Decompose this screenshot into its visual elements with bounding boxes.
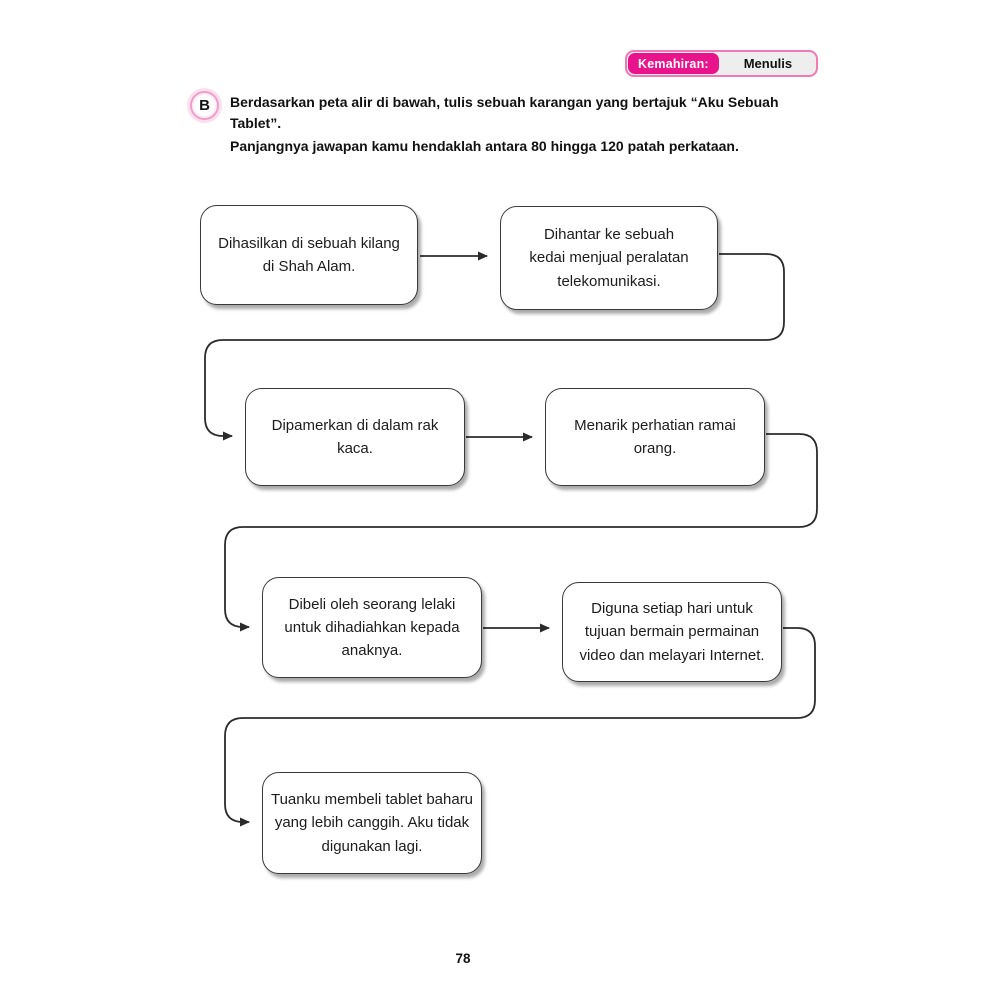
question-instructions: Berdasarkan peta alir di bawah, tulis se… (230, 92, 830, 157)
flow-box-2-text: Dihantar ke sebuah kedai menjual peralat… (529, 226, 689, 290)
flow-box-5-text: Dibeli oleh seorang lelaki untuk dihadia… (284, 595, 460, 660)
question-letter: B (199, 97, 210, 114)
flow-box-1-text: Dihasilkan di sebuah kilang di Shah Alam… (218, 234, 400, 275)
flow-box-6: Diguna setiap hari untuk tujuan bermain … (562, 582, 782, 682)
instruction-line-1: Berdasarkan peta alir di bawah, tulis se… (230, 94, 779, 131)
page-number: 78 (455, 951, 471, 966)
flow-box-6-text: Diguna setiap hari untuk tujuan bermain … (579, 600, 765, 664)
flow-box-7-text: Tuanku membeli tablet baharu yang lebih … (270, 791, 474, 855)
instruction-line-2: Panjangnya jawapan kamu hendaklah antara… (230, 138, 739, 155)
flow-box-7: Tuanku membeli tablet baharu yang lebih … (262, 772, 482, 874)
flow-box-4: Menarik perhatian ramai orang. (545, 388, 765, 486)
flow-box-3-text: Dipamerkan di dalam rak kaca. (271, 416, 439, 457)
flow-box-3: Dipamerkan di dalam rak kaca. (245, 388, 465, 486)
skill-badge-label: Kemahiran: (628, 53, 719, 74)
skill-badge-value: Menulis (743, 56, 793, 71)
flow-box-4-text: Menarik perhatian ramai orang. (574, 416, 736, 457)
flow-box-2: Dihantar ke sebuah kedai menjual peralat… (500, 206, 718, 310)
skill-badge: Kemahiran: Menulis (625, 50, 818, 77)
flow-box-5: Dibeli oleh seorang lelaki untuk dihadia… (262, 577, 482, 678)
question-letter-badge: B (190, 91, 219, 120)
flow-box-1: Dihasilkan di sebuah kilang di Shah Alam… (200, 205, 418, 305)
